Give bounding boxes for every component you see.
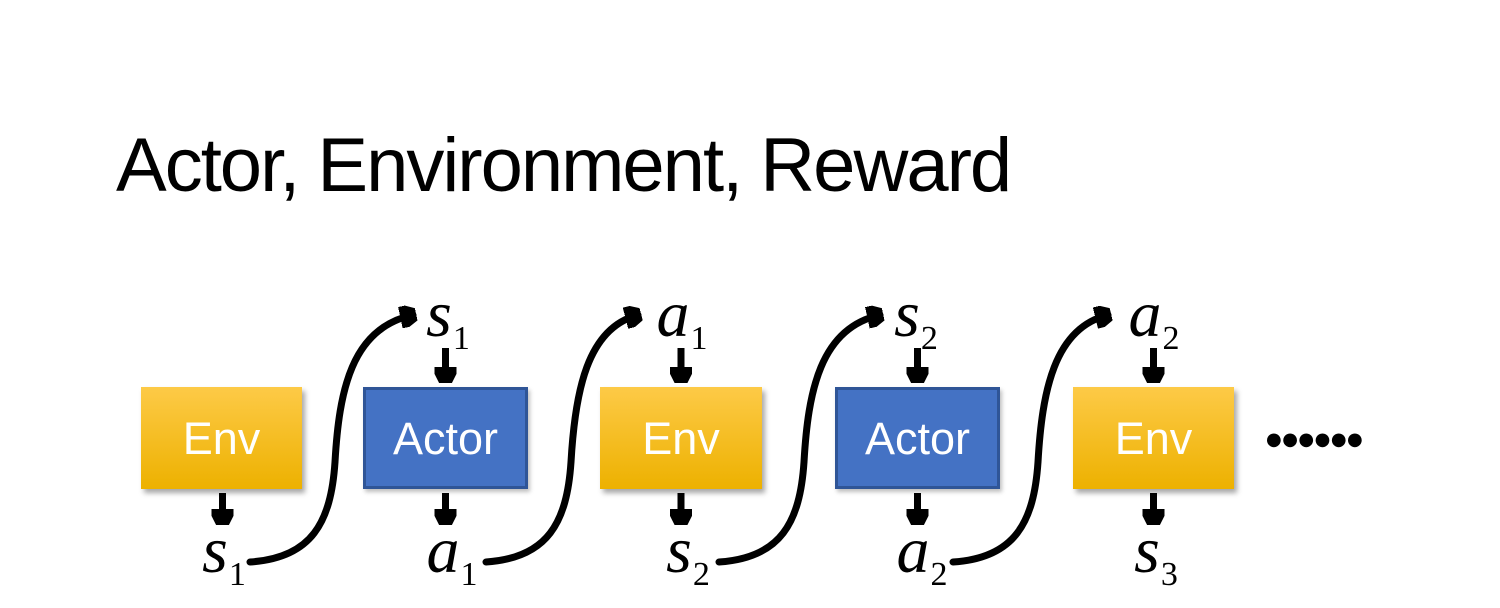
label-a1-top: a1 [657,282,708,356]
label-s1-top: s1 [426,282,470,356]
actor-box-1: Actor [363,387,528,489]
label-s1-bottom: s1 [202,518,246,592]
env-box-label: Env [182,412,261,464]
label-subscript: 1 [228,556,246,593]
label-base: a [426,514,460,587]
label-base: s [1134,514,1160,587]
actor-box-label: Actor [864,412,971,464]
label-subscript: 2 [930,556,948,593]
env-box-label: Env [1114,412,1193,464]
actor-box-label: Actor [392,412,499,464]
slide-title: Actor, Environment, Reward [116,123,1012,208]
label-s2-top: s2 [894,282,938,356]
label-base: s [202,514,228,587]
label-subscript: 3 [1160,556,1178,593]
label-a2-top: a2 [1129,282,1180,356]
label-subscript: 1 [460,556,478,593]
label-base: a [1128,278,1162,351]
label-subscript: 1 [452,320,470,357]
env-box-1: Env [141,387,302,489]
label-base: s [894,278,920,351]
env-box-2: Env [600,387,762,489]
label-base: s [666,514,692,587]
label-base: a [656,278,690,351]
label-subscript: 2 [920,320,938,357]
label-base: s [426,278,452,351]
label-s3-bottom: s3 [1134,518,1178,592]
label-a1-bottom: a1 [427,518,478,592]
label-subscript: 2 [1162,320,1180,357]
label-subscript: 1 [690,320,708,357]
env-box-3: Env [1073,387,1234,489]
continuation-dots: ●●●●●● [1266,429,1364,450]
label-a2-bottom: a2 [897,518,948,592]
env-box-label: Env [642,412,720,464]
actor-box-2: Actor [835,387,1000,489]
label-s2-bottom: s2 [666,518,710,592]
label-subscript: 2 [692,556,710,593]
label-base: a [896,514,930,587]
